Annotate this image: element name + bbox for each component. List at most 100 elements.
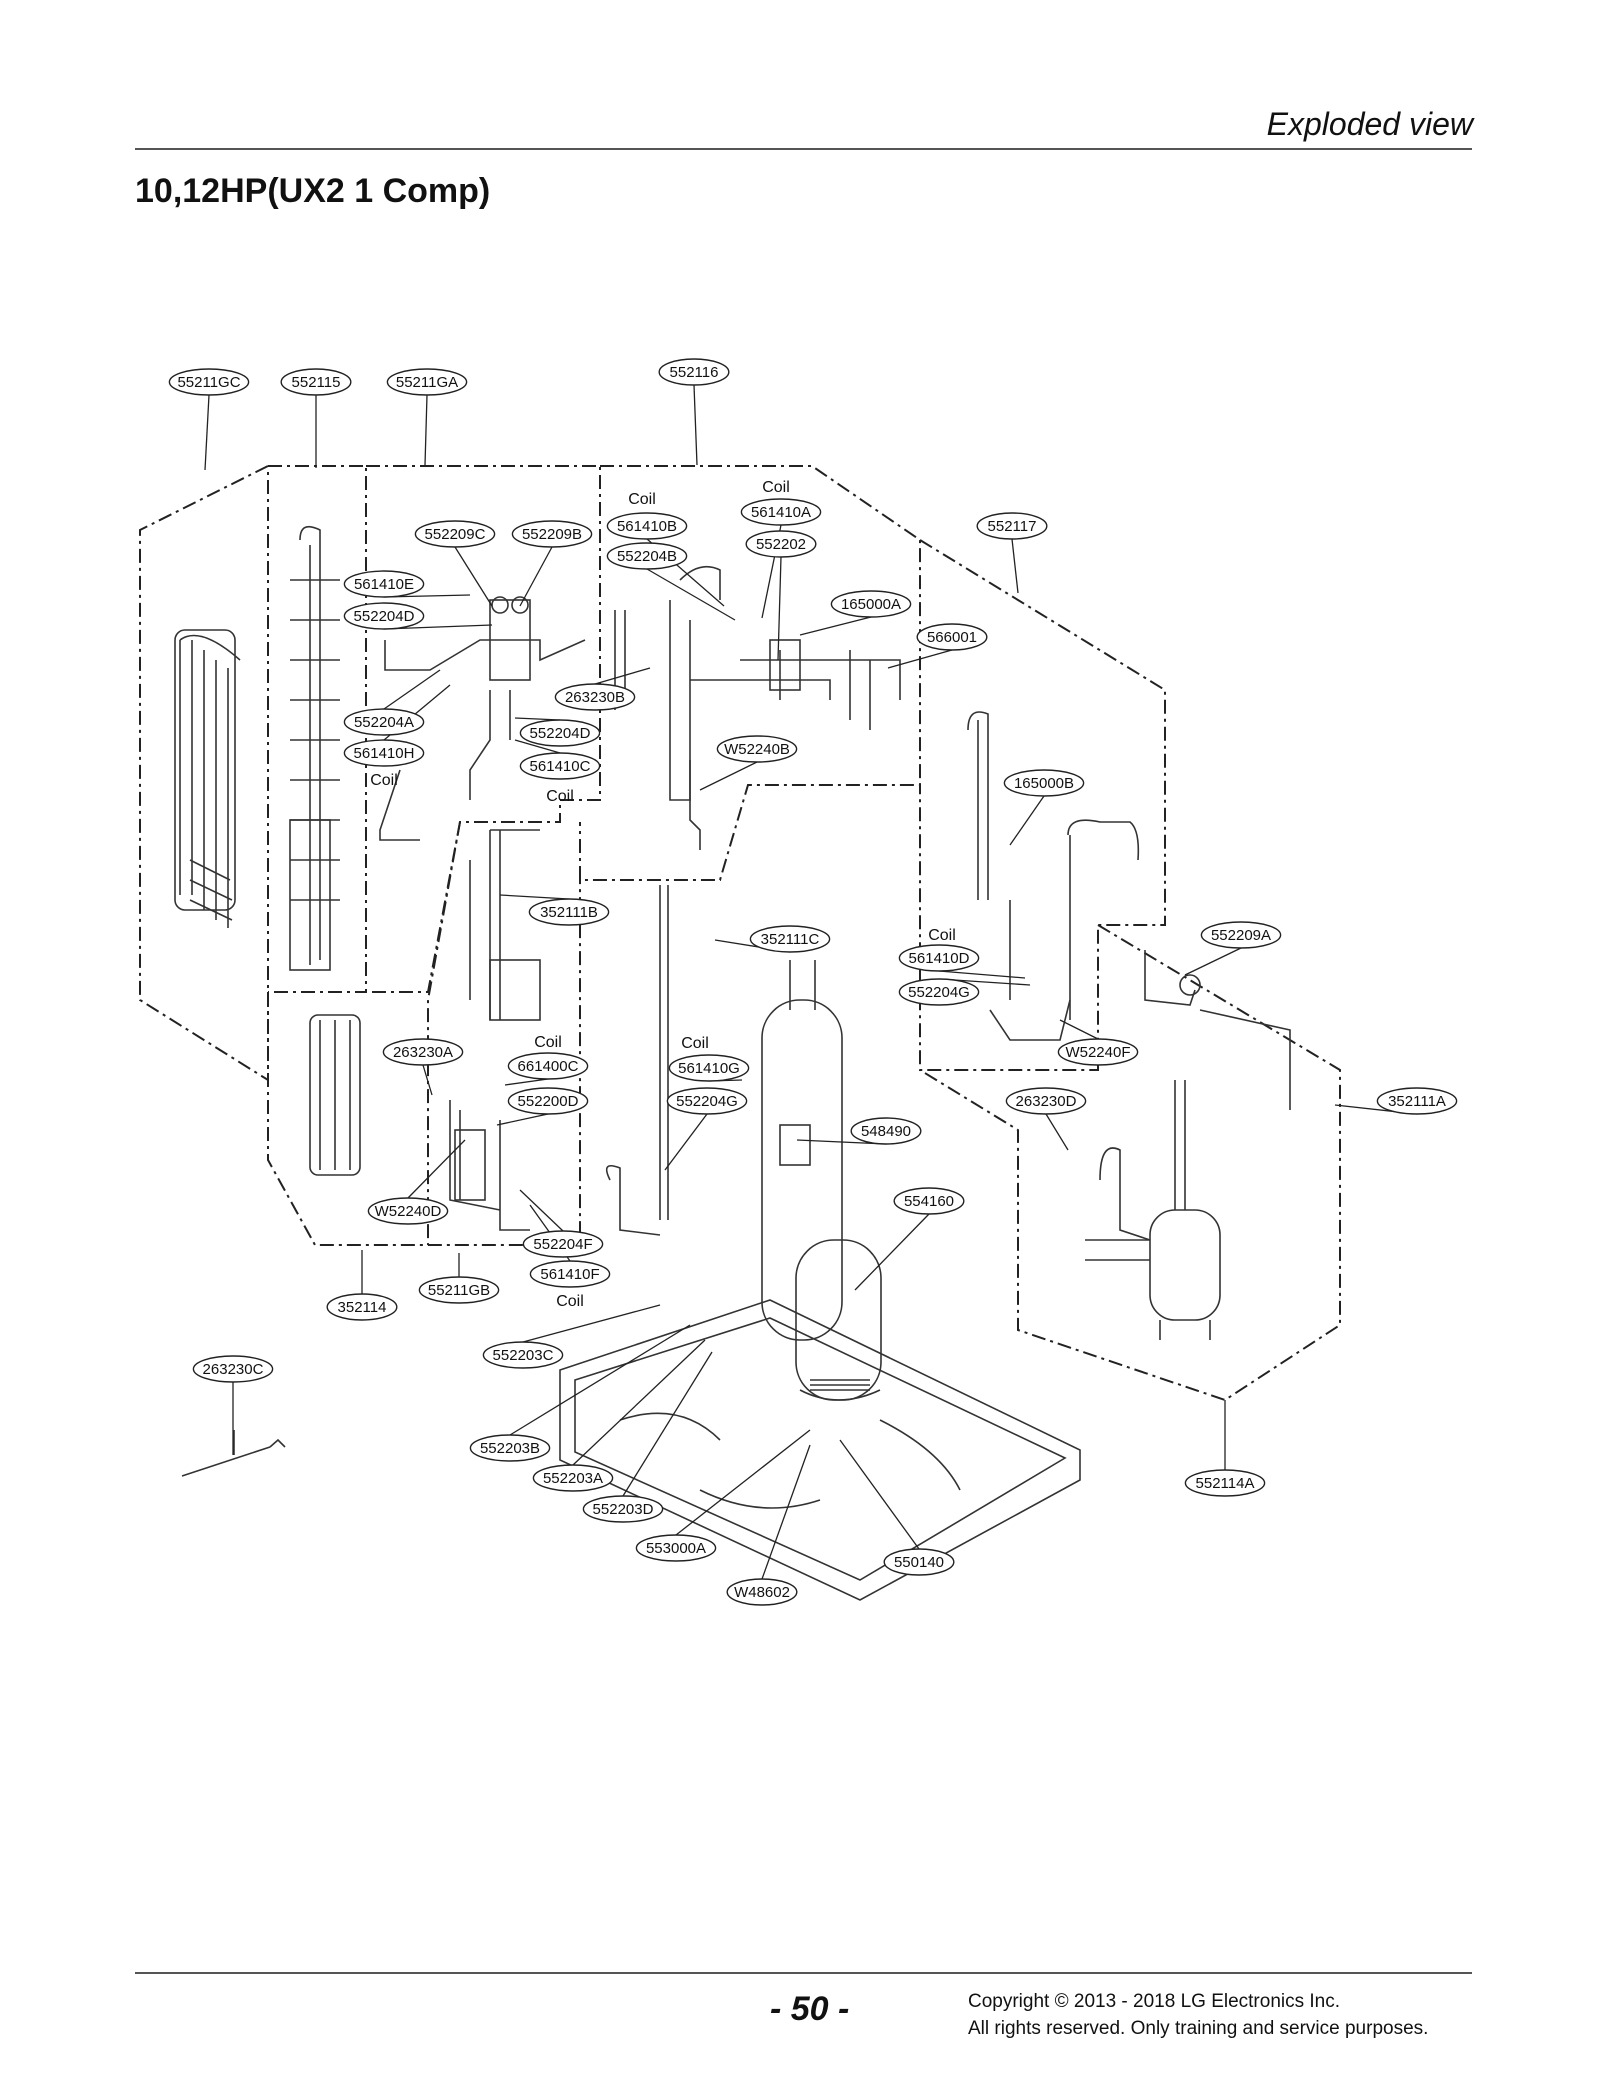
callout-bubble xyxy=(893,1187,965,1215)
leader-line xyxy=(1009,795,1045,846)
part-number: 550140 xyxy=(894,1554,944,1571)
part-callout: 263230B xyxy=(554,683,636,711)
part-number: 548490 xyxy=(861,1123,911,1140)
part-number: 552209A xyxy=(1211,927,1271,944)
part-number: 561410C xyxy=(530,758,591,775)
part-number: 263230B xyxy=(565,689,625,706)
part-callout: 548490 xyxy=(850,1117,922,1145)
coil-label: Coil xyxy=(928,927,956,944)
callout-bubble xyxy=(280,368,352,396)
callout-bubble xyxy=(898,944,980,972)
part-callout: 352114 xyxy=(326,1293,398,1321)
leader-line xyxy=(839,1439,920,1550)
part-callout: W52240F xyxy=(1057,1038,1139,1066)
part-number: W52240B xyxy=(724,741,790,758)
part-callout: 552204F xyxy=(522,1230,604,1258)
part-number: 55211GA xyxy=(396,374,458,391)
callout-bubble xyxy=(168,368,250,396)
part-callout: 263230C xyxy=(192,1355,274,1383)
part-callout: 552204G xyxy=(898,978,980,1006)
page-title: 10,12HP(UX2 1 Comp) xyxy=(135,172,491,210)
callout-bubble xyxy=(749,925,831,953)
callout-bubble xyxy=(635,1534,717,1562)
part-callout: 566001 xyxy=(916,623,988,651)
part-number: 352114 xyxy=(338,1299,387,1316)
part-callout: 552209A xyxy=(1200,921,1282,949)
part-callout: 552203C xyxy=(482,1341,564,1369)
part-callout: W48602 xyxy=(726,1578,798,1606)
part-callout: 55211GA xyxy=(386,368,468,396)
part-number: 554160 xyxy=(904,1193,954,1210)
part-number: 552200D xyxy=(518,1093,579,1110)
part-number: 55211GB xyxy=(428,1282,490,1299)
part-callout: 552114A xyxy=(1184,1469,1266,1497)
part-number: 552204F xyxy=(533,1236,592,1253)
callout-bubble xyxy=(418,1276,500,1304)
callout-bubble xyxy=(414,520,496,548)
callout-bubble xyxy=(916,623,988,651)
coil-label: Coil xyxy=(370,772,398,789)
leader-line xyxy=(622,1351,713,1497)
part-number: 561410E xyxy=(354,576,414,593)
callout-bubble xyxy=(883,1548,955,1576)
part-callout: 352111A xyxy=(1376,1087,1458,1115)
part-callout: 352111C xyxy=(749,925,831,953)
leader-line xyxy=(422,1064,433,1096)
leader-line xyxy=(519,546,553,607)
outline-upper-center xyxy=(579,465,921,881)
leader-line xyxy=(509,1324,691,1436)
part-callout: 561410G xyxy=(668,1054,750,1082)
leader-line xyxy=(664,1113,708,1171)
callout-bubble xyxy=(666,1087,748,1115)
callout-bubble xyxy=(658,358,730,386)
part-callout: 661400C xyxy=(507,1052,589,1080)
part-number: 552203D xyxy=(593,1501,654,1518)
part-number: 552209C xyxy=(425,526,486,543)
outline-center-lower xyxy=(427,821,461,1245)
part-callout: 552203A xyxy=(532,1464,614,1492)
leader-line xyxy=(693,384,698,466)
leader-line xyxy=(1184,947,1242,976)
part-number: 552116 xyxy=(670,364,719,381)
callout-bubble xyxy=(343,570,425,598)
part-callout: 552204A xyxy=(343,708,425,736)
callout-bubble xyxy=(511,520,593,548)
callout-bubble xyxy=(1057,1038,1139,1066)
part-callout: 554160 xyxy=(893,1187,965,1215)
callout-bubble xyxy=(519,752,601,780)
part-callout: 55211GB xyxy=(418,1276,500,1304)
callout-bubble xyxy=(192,1355,274,1383)
receiver-tank xyxy=(761,960,843,1341)
part-callout: 561410C xyxy=(519,752,601,780)
callout-bubble xyxy=(528,898,610,926)
leader-line xyxy=(383,624,493,630)
part-callout: 550140 xyxy=(883,1548,955,1576)
part-number: 263230C xyxy=(203,1361,264,1378)
accumulator-right xyxy=(1085,1080,1221,1340)
part-number: W48602 xyxy=(734,1584,790,1601)
part-number: 552204G xyxy=(908,984,970,1001)
leader-line xyxy=(383,669,441,710)
callout-bubble xyxy=(606,542,688,570)
valve-right xyxy=(1144,950,1291,1110)
part-number: 263230A xyxy=(393,1044,453,1061)
part-number: 55211GC xyxy=(177,374,240,391)
callout-bubble xyxy=(469,1434,551,1462)
part-number: 553000A xyxy=(646,1540,706,1557)
callout-bubble xyxy=(343,739,425,767)
part-number: 561410B xyxy=(617,518,677,535)
callout-bubble xyxy=(367,1197,449,1225)
callout-bubble xyxy=(532,1464,614,1492)
callout-bubble xyxy=(1003,769,1085,797)
callout-bubble xyxy=(976,512,1048,540)
callout-bubble xyxy=(343,708,425,736)
panel-lower-left xyxy=(309,1014,361,1176)
part-callout: 552203B xyxy=(469,1434,551,1462)
leader-line xyxy=(1045,1113,1069,1151)
callout-bubble xyxy=(830,590,912,618)
coil-label: Coil xyxy=(681,1035,709,1052)
footer-rule xyxy=(135,1972,1472,1974)
part-callout: 552204G xyxy=(666,1087,748,1115)
outline-right-lower xyxy=(919,924,1341,1402)
